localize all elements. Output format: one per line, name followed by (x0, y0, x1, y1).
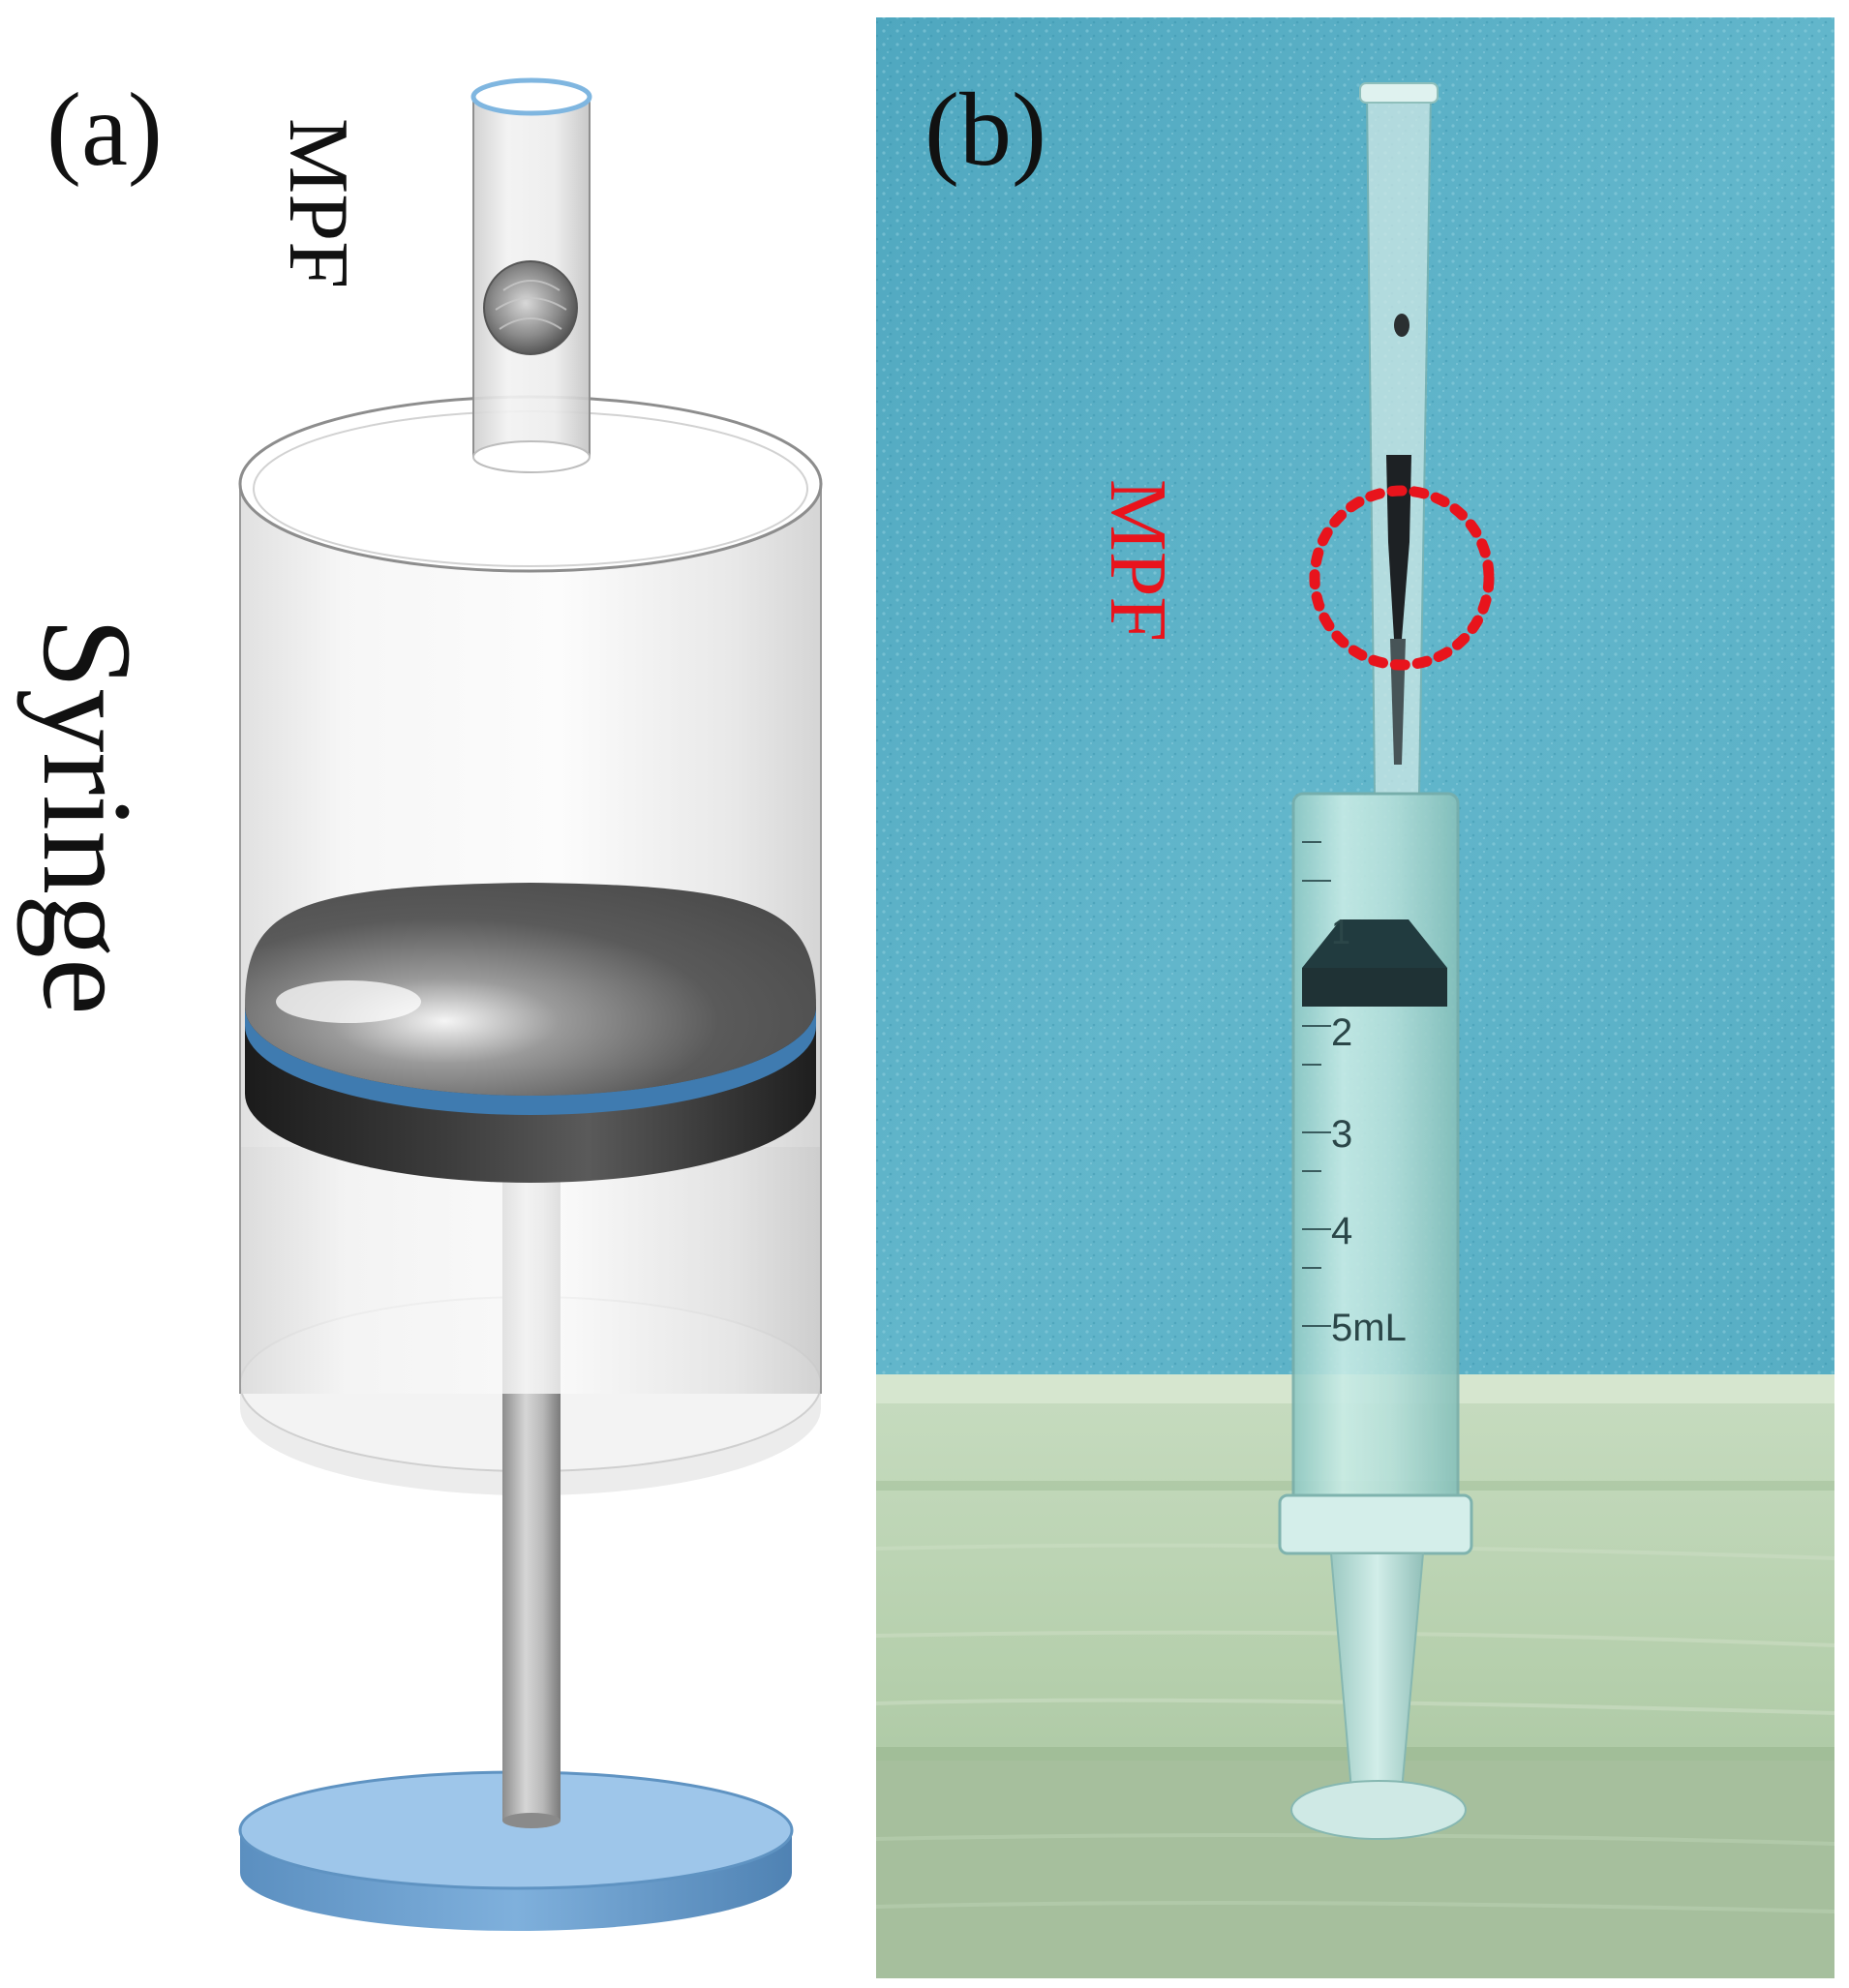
mpf-tube-label: MPF (271, 118, 365, 288)
scale-mark-1: 1 (1331, 912, 1350, 951)
plunger-base-plate (238, 1770, 794, 1931)
photo-syringe: 1 2 3 4 5mL (1278, 82, 1473, 1840)
scale-mark-2: 2 (1331, 1011, 1352, 1054)
panel-a: (a) MPF Syringe (16, 73, 823, 1931)
mpf-ball (483, 260, 578, 355)
barrel-scale (1302, 841, 1331, 1327)
scale-mark-4: 4 (1331, 1210, 1352, 1252)
panel-b-label: (b) (924, 73, 1046, 188)
mpf-photo-label: MPF (1093, 479, 1183, 642)
panel-a-label: (a) (46, 73, 163, 188)
scale-mark-3: 3 (1331, 1113, 1352, 1156)
syringe-label: Syringe (16, 617, 159, 1015)
panel-b-photo: 1 2 3 4 5mL (b) MPF (876, 17, 1834, 1978)
mpf-highlight-circle (1309, 485, 1495, 671)
scale-mark-5ml: 5mL (1331, 1307, 1407, 1349)
rubber-stopper (245, 883, 816, 1183)
mpf-tube (470, 77, 592, 473)
